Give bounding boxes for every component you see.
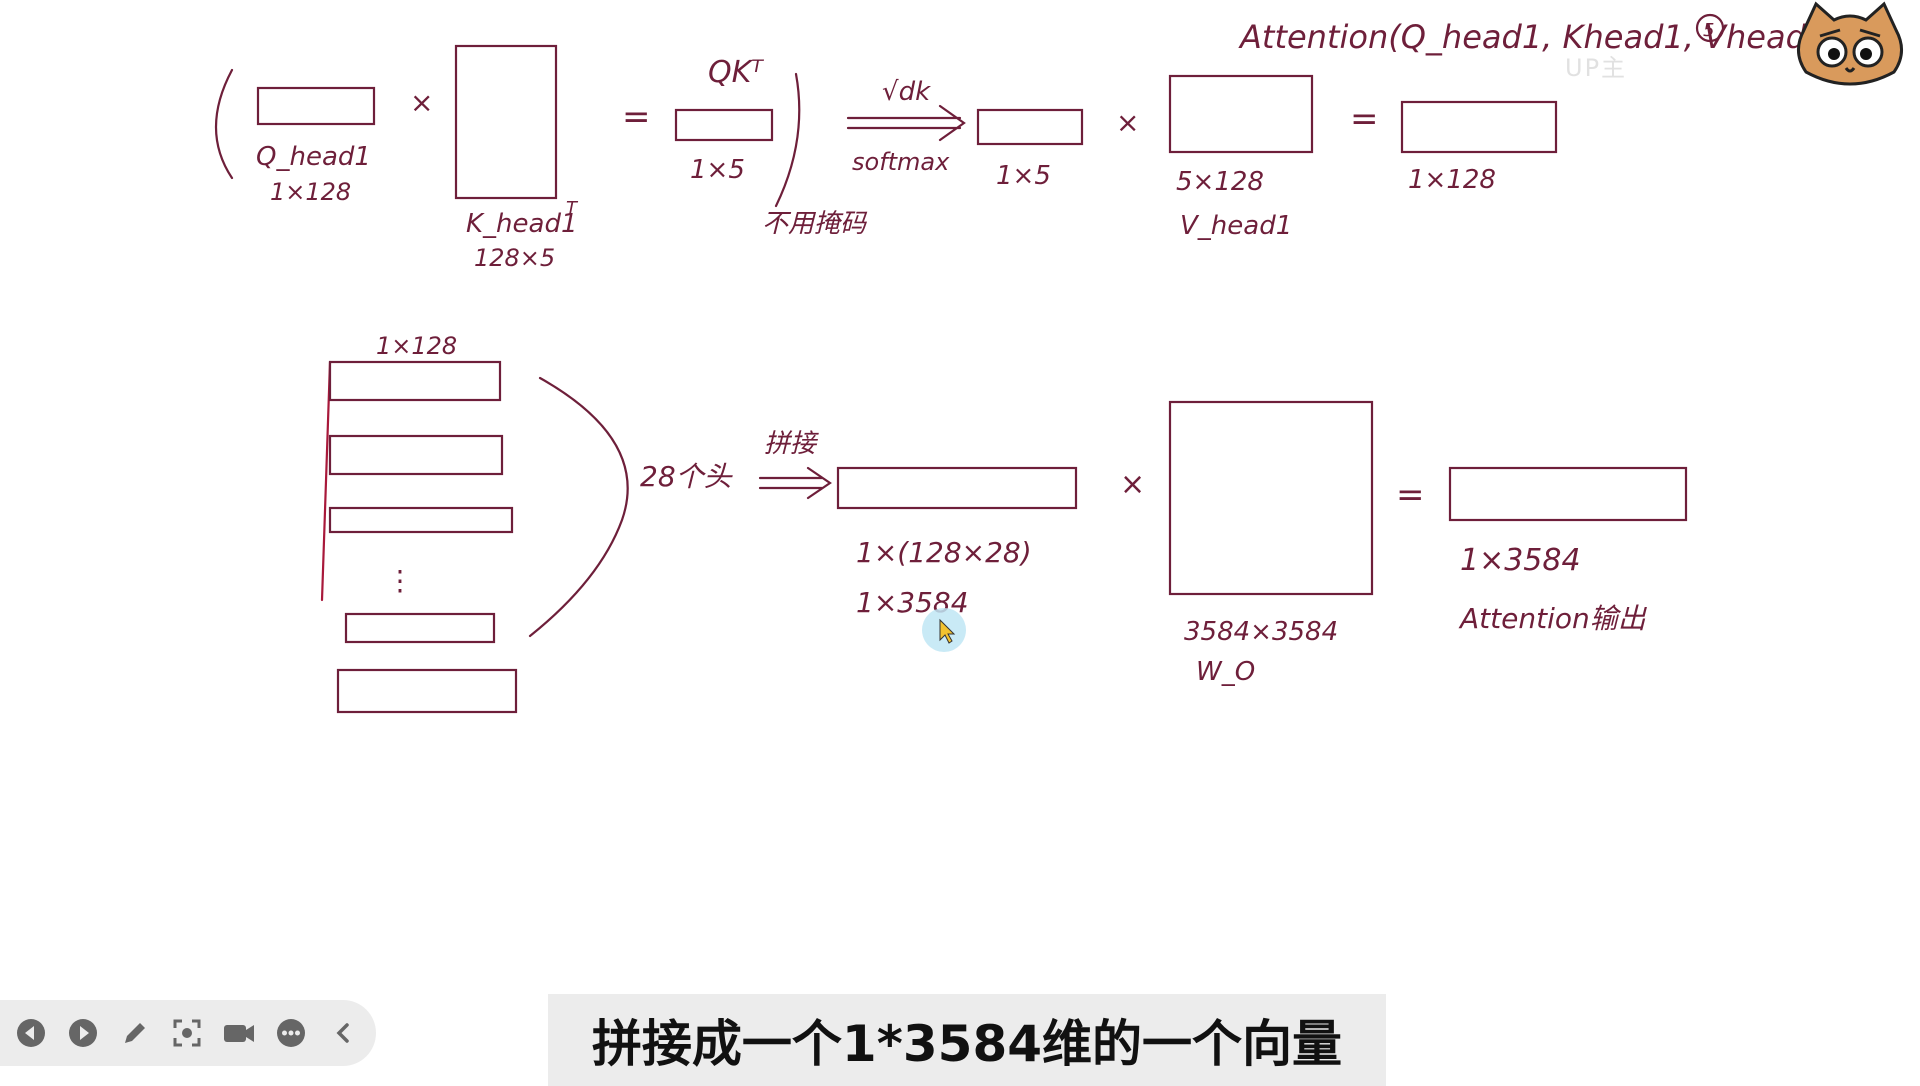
softmax-label: softmax [852, 148, 950, 176]
k-head-box [454, 44, 558, 200]
head-output-dim: 1×128 [1408, 165, 1496, 195]
player-toolbar [0, 1000, 376, 1066]
prev-button[interactable] [12, 1014, 50, 1052]
mask-note: 不用掩码 [762, 209, 868, 239]
k-transpose-mark: T [566, 198, 579, 219]
q-head-box [256, 86, 376, 126]
page-number-circle [1695, 13, 1725, 43]
pen-button[interactable] [116, 1014, 154, 1052]
cat-face-logo-icon [1797, 1, 1903, 86]
screenshot-button[interactable] [168, 1014, 206, 1052]
v-head-label: V_head1 [1180, 211, 1292, 241]
v-head-dim: 5×128 [1176, 167, 1264, 197]
camera-button[interactable] [220, 1014, 258, 1052]
wo-dim: 3584×3584 [1184, 617, 1338, 647]
v-head-box [1168, 74, 1314, 154]
wo-matrix-box [1168, 400, 1374, 596]
prev-icon [17, 1019, 45, 1047]
heads-ellipsis: ⋮ [386, 564, 414, 597]
q-head-dim: 1×128 [270, 178, 351, 206]
k-head-dim: 128×5 [474, 244, 555, 272]
times-3: × [1120, 467, 1145, 502]
qk-label: QKᵀ [708, 55, 764, 90]
concat-vector-box [836, 466, 1078, 510]
collapse-toolbar-button[interactable] [324, 1014, 362, 1052]
uploader-watermark: UP主 [1565, 54, 1628, 82]
video-subtitle: 拼接成一个1*3584维的一个向量 [548, 994, 1386, 1086]
head-row-3 [328, 506, 514, 534]
scores-box [976, 108, 1084, 146]
attention-output-label: Attention输出 [1458, 602, 1648, 635]
attention-output-dim: 1×3584 [1460, 543, 1581, 578]
play-button[interactable] [64, 1014, 102, 1052]
camera-icon [224, 1025, 254, 1042]
head-output-box [1400, 100, 1558, 154]
concat-dim-1: 1×(128×28) [856, 536, 1032, 569]
mouse-cursor-icon [939, 618, 956, 644]
heads-left-edge [320, 360, 332, 602]
pen-icon [125, 1023, 145, 1043]
concat-arrow [758, 466, 832, 500]
head-row-5 [336, 668, 518, 714]
k-head-label: K_head1 [466, 209, 578, 239]
heads-brace [528, 376, 629, 638]
screenshot-icon [173, 1019, 201, 1047]
concat-label: 拼接 [764, 429, 819, 459]
wo-label: W_O [1196, 657, 1255, 687]
equals-3: = [1396, 475, 1425, 515]
page-number: 5 [1703, 20, 1714, 41]
more-button[interactable] [272, 1014, 310, 1052]
scale-label: √dk [882, 77, 931, 107]
right-paren [774, 72, 801, 208]
equals-1: = [622, 97, 651, 137]
head-row-1 [328, 360, 502, 402]
equals-2: = [1350, 99, 1379, 139]
play-icon [69, 1019, 97, 1047]
qk-dim: 1×5 [690, 155, 745, 185]
qk-box [674, 108, 774, 142]
q-head-label: Q_head1 [256, 142, 371, 172]
softmax-arrow [846, 104, 966, 142]
scores-dim: 1×5 [996, 161, 1051, 191]
attention-title: Attention(Q_head1, Khead1, Vhead1) [1238, 18, 1839, 56]
more-icon [277, 1019, 305, 1047]
heads-dim: 1×128 [376, 332, 457, 360]
collapse-chevron-icon [336, 1023, 349, 1043]
left-paren [215, 68, 234, 180]
head-row-2 [328, 434, 504, 476]
times-2: × [1116, 106, 1139, 139]
heads-count: 28个头 [640, 460, 734, 493]
attention-output-box [1448, 466, 1688, 522]
times-1: × [410, 86, 433, 119]
head-row-4 [344, 612, 496, 644]
